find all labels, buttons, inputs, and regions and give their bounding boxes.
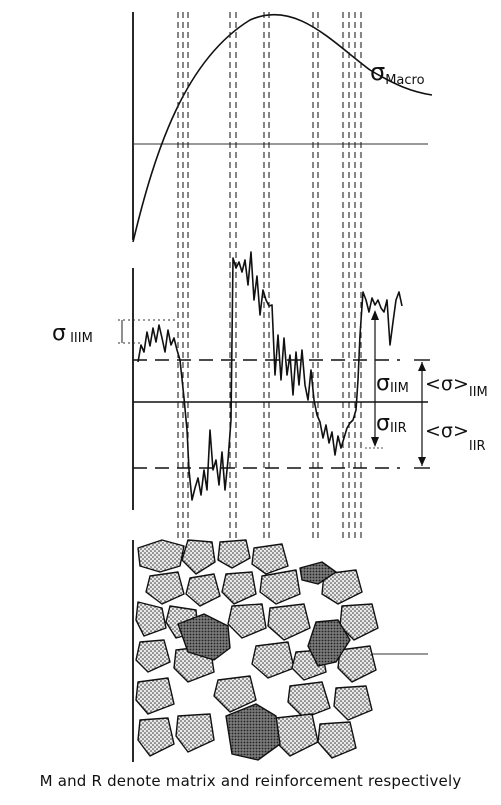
- grain: [137, 717, 175, 757]
- grain: [135, 601, 167, 637]
- arrowhead-down: [371, 437, 379, 447]
- grain: [321, 569, 363, 605]
- macro-curve: [132, 13, 433, 243]
- grain: [287, 681, 331, 719]
- iii-label: σ IIIM: [52, 321, 93, 346]
- grain: [333, 685, 373, 721]
- grain: [317, 721, 357, 759]
- reinforcement-particles: [177, 561, 351, 761]
- grain: [175, 713, 215, 753]
- grain: [185, 573, 221, 607]
- avg-arrowhead-down: [418, 457, 426, 466]
- caption: M and R denote matrix and reinforcement …: [39, 772, 462, 790]
- grain: [227, 603, 267, 639]
- iim-label: σIIM: [376, 371, 409, 396]
- local-stress-trace: [137, 251, 403, 501]
- grain: [137, 539, 185, 573]
- macro-panel: σMacro: [132, 12, 433, 243]
- avg-arrowhead-up: [418, 362, 426, 371]
- microstructure-panel: [132, 539, 428, 762]
- avg-matrix-label: <σ>IIM: [425, 373, 488, 400]
- grain: [267, 603, 311, 641]
- grain: [213, 675, 257, 713]
- grain: [181, 539, 216, 575]
- grain: [251, 543, 289, 575]
- reinforcement-particle: [307, 619, 351, 667]
- grain: [135, 639, 171, 673]
- iir-label: σIIR: [376, 411, 407, 436]
- grain: [259, 569, 301, 605]
- grain: [135, 677, 175, 715]
- grain: [145, 571, 185, 605]
- reinforcement-particle: [225, 703, 281, 761]
- arrowhead-up: [371, 310, 379, 320]
- reinforcement-particle: [177, 613, 231, 661]
- local-stress-panel: σ IIIM σIIM σIIR <σ>IIM <σ>IIR: [52, 251, 488, 510]
- grain: [217, 539, 251, 569]
- grain: [221, 571, 257, 605]
- phase-boundary-lines: [177, 12, 362, 540]
- grain: [251, 641, 295, 679]
- grain: [337, 645, 377, 683]
- avg-reinforcement-label: <σ>IIR: [425, 420, 486, 454]
- reinforcement-particle: [299, 561, 337, 585]
- macro-label: σMacro: [370, 58, 425, 88]
